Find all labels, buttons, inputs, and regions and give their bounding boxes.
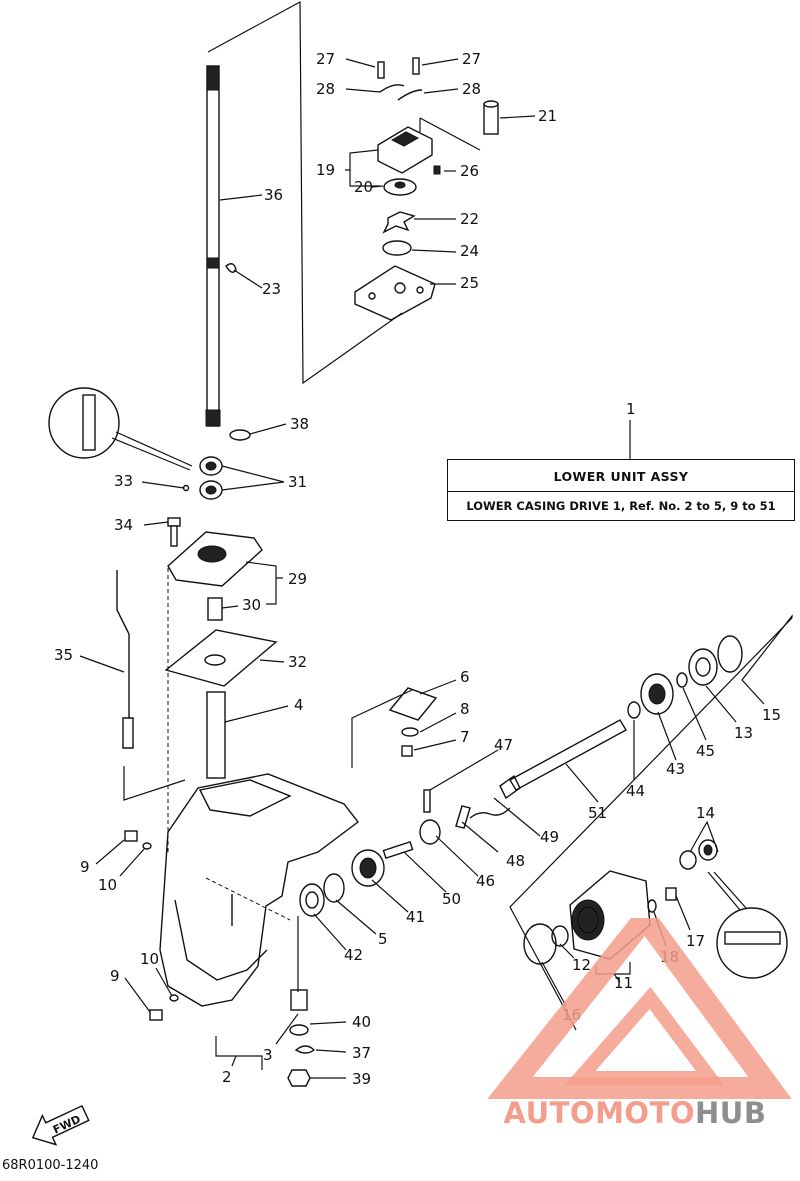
callout-1: 1 [626,400,636,418]
callout-11: 11 [614,974,633,992]
callout-43: 43 [666,760,685,778]
callout-21: 21 [538,107,557,125]
callout-31: 31 [288,473,307,491]
callout-47: 47 [494,736,513,754]
callout-2: 2 [222,1068,232,1086]
propeller-shaft-part [509,719,627,791]
callout-5: 5 [378,930,388,948]
callout-26: 26 [460,162,479,180]
callout-28b: 28 [462,80,481,98]
grease-callout-top [48,387,193,471]
callout-13: 13 [734,724,753,742]
callout-30: 30 [242,596,261,614]
callout-38: 38 [290,415,309,433]
callout-24: 24 [460,242,479,260]
shaft-washer-part [229,429,251,441]
callout-10b: 10 [140,950,159,968]
anode-bolt-part [401,745,413,757]
callout-46: 46 [476,872,495,890]
callout-41: 41 [406,908,425,926]
callout-10a: 10 [98,876,117,894]
callout-25: 25 [460,274,479,292]
callout-6: 6 [460,668,470,686]
callout-28a: 28 [316,80,335,98]
callout-8: 8 [460,700,470,718]
title-divider [448,491,794,492]
callout-18: 18 [660,948,679,966]
callout-16: 16 [562,1006,581,1024]
callout-33: 33 [114,472,133,490]
callout-7: 7 [460,728,470,746]
callout-35: 35 [54,646,73,664]
callout-50: 50 [442,890,461,908]
shift-rod-part [116,570,134,749]
document-code: 68R0100-1240 [2,1158,99,1173]
housing-bolt-part [167,517,181,547]
callout-27b: 27 [462,50,481,68]
callout-37: 37 [352,1044,371,1062]
gasket-part [164,629,278,687]
callout-22: 22 [460,210,479,228]
callout-36: 36 [264,186,283,204]
forward-gear-parts [299,789,511,917]
callout-32: 32 [288,653,307,671]
callout-20: 20 [354,178,373,196]
callout-27a: 27 [316,50,335,68]
shaft-clip-part [225,263,237,273]
callout-40: 40 [352,1013,371,1031]
water-tube-part [206,691,226,779]
title-main: LOWER UNIT ASSY [553,469,689,484]
sleeve-part [207,597,223,621]
drive-shaft-part [205,65,221,427]
callout-3: 3 [263,1046,273,1064]
callout-9b: 9 [110,967,120,985]
callout-17: 17 [686,932,705,950]
title-box: LOWER UNIT ASSY LOWER CASING DRIVE 1, Re… [447,459,795,521]
callout-44: 44 [626,782,645,800]
callout-49: 49 [540,828,559,846]
fwd-arrow: FWD [31,1104,90,1146]
drain-bolts-part [124,830,179,1021]
callout-19: 19 [316,161,335,179]
callout-34: 34 [114,516,133,534]
water-pump-group [354,57,499,321]
lower-casing-part [159,773,359,1007]
upper-bearings-part [182,456,223,500]
pinion-parts [287,989,316,1087]
callout-14: 14 [696,804,715,822]
title-subtitle: LOWER CASING DRIVE 1, Ref. No. 2 to 5, 9… [466,499,776,513]
callout-9a: 9 [80,858,90,876]
callout-45: 45 [696,742,715,760]
reverse-gear-parts [627,635,743,719]
callout-42: 42 [344,946,363,964]
grease-callout-right [707,871,788,979]
anode-part [388,687,438,721]
callout-51: 51 [588,804,607,822]
callout-29: 29 [288,570,307,588]
callout-39: 39 [352,1070,371,1088]
callout-12: 12 [572,956,591,974]
callout-15: 15 [762,706,781,724]
callout-4: 4 [294,696,304,714]
callout-23: 23 [262,280,281,298]
anode-washer-part [401,727,419,737]
callout-48: 48 [506,852,525,870]
